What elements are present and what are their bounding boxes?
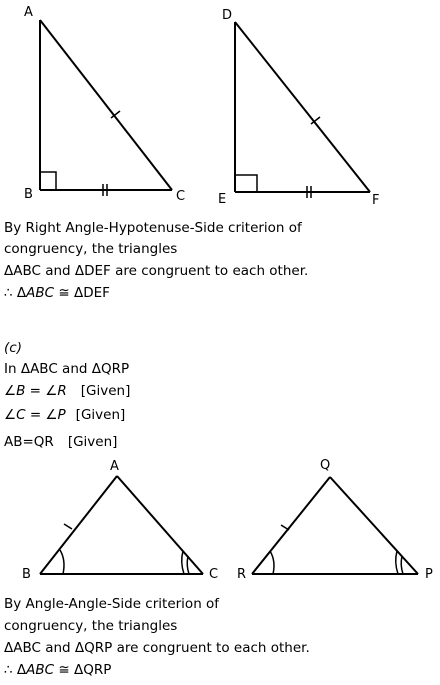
- part-c-line-1: In ΔABC and ΔQRP: [4, 361, 130, 377]
- angle-c-arc-1: [180, 550, 185, 575]
- vertex-f: F: [372, 193, 379, 208]
- part-c-line-2: ∠B = ∠R[Given]: [4, 383, 131, 399]
- angle-b-arc: [59, 549, 65, 575]
- vertex-d: D: [222, 8, 232, 23]
- vertex-r: R: [237, 567, 246, 582]
- vertex-b-c: B: [22, 567, 31, 582]
- aas-line-3: ΔABC and ΔQRP are congruent to each othe…: [4, 640, 310, 656]
- part-c-line-3: ∠C = ∠P[Given]: [4, 407, 126, 423]
- vertex-b: B: [24, 187, 33, 202]
- angle-r-arc: [269, 550, 275, 575]
- vertex-a: A: [24, 5, 33, 20]
- vertex-c-c: C: [209, 567, 218, 582]
- triangle-abc-right: [39, 19, 173, 196]
- rhs-line-3: ΔABC and ΔDEF are congruent to each othe…: [4, 263, 309, 279]
- part-c-label: (c): [4, 340, 22, 356]
- vertex-p: P: [425, 567, 433, 582]
- side-qr-tick: [280, 524, 290, 531]
- hypotenuse-tick: [110, 110, 121, 119]
- angle-p-arc-2: [400, 555, 404, 575]
- side-ab-tick: [63, 523, 73, 530]
- vertex-c: C: [176, 189, 185, 204]
- vertex-e: E: [218, 192, 226, 207]
- aas-line-1: By Angle-Angle-Side criterion of: [4, 596, 220, 612]
- vertex-a-c: A: [110, 459, 119, 474]
- right-angle-mark: [235, 174, 258, 192]
- aas-line-2: congruency, the triangles: [4, 618, 178, 634]
- rhs-line-1: By Right Angle-Hypotenuse-Side criterion…: [4, 220, 302, 236]
- part-c-line-4: AB=QR[Given]: [4, 434, 118, 450]
- aas-conclusion: ∴ ΔABC ≅ ΔQRP: [4, 662, 112, 678]
- right-angle-mark: [40, 171, 57, 190]
- triangle-qrp: [251, 476, 419, 575]
- triangle-def-right: [234, 21, 371, 198]
- triangle-abc-c: [39, 475, 204, 575]
- rhs-line-2: congruency, the triangles: [4, 241, 178, 257]
- vertex-q: Q: [320, 458, 330, 473]
- rhs-conclusion: ∴ ΔABC ≅ ΔDEF: [4, 285, 110, 301]
- angle-c-arc-2: [186, 555, 190, 575]
- angle-p-arc-1: [394, 550, 399, 575]
- hypotenuse-tick: [310, 116, 321, 125]
